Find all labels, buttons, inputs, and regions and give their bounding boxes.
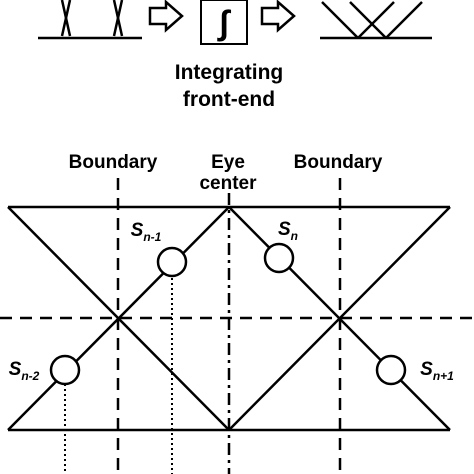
integral-symbol-icon: ∫ [216, 4, 231, 42]
eye-center-label-line-2: center [199, 173, 257, 194]
arrow-right-icon [148, 0, 184, 33]
eye-center-label-line-1: Eye [211, 152, 245, 173]
eye-outline [7, 205, 451, 432]
sample-point-n [263, 242, 295, 274]
sample-label-n-1: Sn-1 [131, 220, 162, 244]
sample-point-n-1 [156, 246, 188, 278]
sample-label-n-2: Sn-2 [9, 359, 40, 383]
caption-line-1: Integrating [175, 61, 284, 84]
boundary-label-left: Boundary [69, 152, 158, 173]
sample-label-n+1: Sn+1 [420, 359, 454, 383]
sample-label-n: Sn [278, 219, 298, 243]
integrator-box: ∫ [200, 0, 248, 45]
sample-point-n+1 [375, 354, 407, 386]
arrow-right-icon [260, 0, 296, 33]
caption-line-2: front-end [183, 88, 275, 111]
sample-point-n-2 [49, 354, 81, 386]
output-eye-icon [320, 1, 432, 40]
boundary-label-right: Boundary [294, 152, 383, 173]
input-pulse-icon [38, 0, 142, 40]
